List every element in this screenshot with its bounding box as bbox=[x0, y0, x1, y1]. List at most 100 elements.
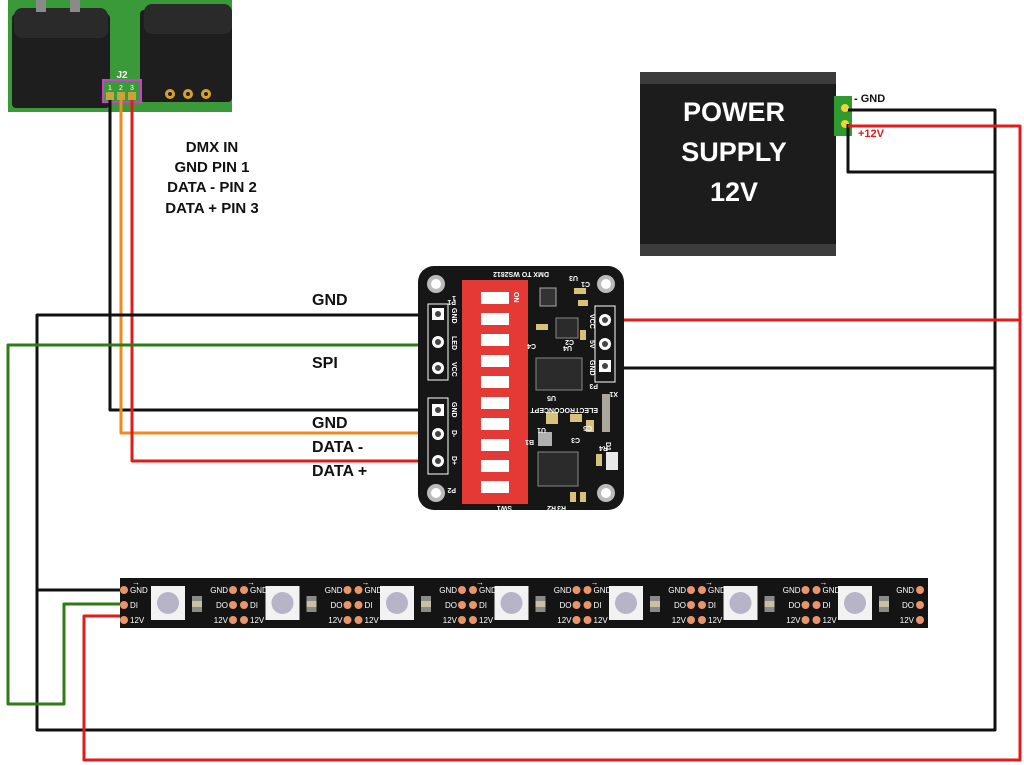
dip-lever bbox=[481, 418, 509, 430]
wire-board-gnd bbox=[605, 364, 995, 370]
silkscreen-label: R3 bbox=[557, 504, 566, 511]
strip-pad-label: 12V bbox=[594, 616, 609, 625]
strip-pad bbox=[458, 586, 466, 594]
psu-body bbox=[640, 84, 836, 244]
dip-lever bbox=[481, 334, 509, 346]
strip-pad-label: 12V bbox=[900, 616, 915, 625]
strip-pad bbox=[458, 616, 466, 624]
strip-pad bbox=[698, 601, 706, 609]
strip-arrow-icon: → bbox=[476, 578, 484, 587]
j2-pin-2: 2 bbox=[119, 85, 123, 92]
strip-pad-label: GND bbox=[823, 586, 841, 595]
strip-pad-label: GND bbox=[554, 586, 572, 595]
j2-pin-3: 3 bbox=[130, 85, 134, 92]
strip-pad bbox=[572, 616, 581, 624]
strip-pad-label: GND bbox=[668, 586, 686, 595]
silkscreen-label: C4 bbox=[527, 342, 536, 349]
strip-pad bbox=[240, 586, 248, 594]
strip-pad bbox=[469, 601, 477, 609]
strip-arrow-icon: → bbox=[362, 578, 370, 587]
strip-pad bbox=[240, 616, 248, 624]
strip-pad bbox=[343, 586, 352, 594]
strip-arrow-icon: → bbox=[132, 578, 140, 587]
strip-pad-label: DO bbox=[674, 601, 686, 610]
strip-pad-label: DI bbox=[708, 601, 716, 610]
strip-pad bbox=[458, 601, 466, 609]
strip-pad bbox=[354, 586, 363, 594]
dmx-xlr-connector: J2 1 2 3 bbox=[8, 0, 232, 112]
silkscreen-label: C5 bbox=[583, 424, 592, 431]
strip-pad-label: 12V bbox=[708, 616, 723, 625]
strip-pad-label: GND bbox=[594, 586, 612, 595]
strip-pad bbox=[801, 586, 810, 594]
strip-pad bbox=[572, 601, 581, 609]
silkscreen-label: C1 bbox=[581, 280, 590, 287]
psu-terminal-gnd bbox=[841, 104, 849, 112]
dip-lever bbox=[481, 460, 509, 472]
wire-psu-gnd-board bbox=[846, 124, 995, 174]
controller-board: DMX TO WS2812 ON 1 GND LED VCC GND D- D+ bbox=[418, 266, 624, 511]
xlr-socket-left-top bbox=[14, 8, 108, 38]
power-supply: POWER SUPPLY 12V - GND +12V bbox=[640, 72, 885, 256]
led-strip-parts: GNDDI12V→GNDDO12VGNDDI12V→GNDDO12VGNDDI1… bbox=[120, 578, 924, 625]
strip-pad bbox=[229, 586, 237, 594]
strip-pad-label: GND bbox=[325, 586, 343, 595]
silkscreen-label: C2 bbox=[565, 338, 574, 345]
led-lens bbox=[844, 592, 866, 614]
pin-label-vcc: VCC bbox=[450, 362, 457, 377]
led-lens bbox=[271, 592, 294, 614]
dip-lever bbox=[481, 292, 509, 304]
j2-pin-1: 1 bbox=[108, 85, 112, 92]
strip-pad bbox=[812, 586, 821, 594]
strip-pad bbox=[583, 616, 592, 624]
strip-arrow-icon: → bbox=[247, 578, 255, 587]
board-title: DMX TO WS2812 bbox=[493, 270, 549, 277]
strip-pad bbox=[120, 586, 128, 594]
label-gnd-top: GND bbox=[312, 292, 348, 309]
wire-dmx-gnd bbox=[108, 100, 438, 412]
strip-arrow-icon: → bbox=[820, 578, 828, 587]
label-spi: SPI bbox=[312, 355, 338, 372]
strip-pad bbox=[801, 616, 810, 624]
strip-pad-label: GND bbox=[250, 586, 268, 595]
crystal-x1 bbox=[602, 394, 610, 432]
strip-pad bbox=[801, 601, 810, 609]
strip-pad-label: 12V bbox=[672, 616, 687, 625]
label-data-minus: DATA - bbox=[312, 439, 363, 456]
pin-label-gnd-bottom: GND bbox=[450, 402, 457, 418]
strip-pad bbox=[354, 601, 363, 609]
strip-pad-label: DI bbox=[823, 601, 831, 610]
silkscreen-label: U1 bbox=[537, 426, 546, 433]
strip-pad-label: GND bbox=[365, 586, 383, 595]
dip-lever bbox=[481, 439, 509, 451]
strip-pad bbox=[698, 586, 706, 594]
led-lens bbox=[386, 592, 408, 614]
silkscreen-label: D1 bbox=[604, 442, 611, 451]
dmx-info-line-3: DATA - PIN 2 bbox=[167, 179, 257, 196]
dip-lever bbox=[481, 355, 509, 367]
dip-numeral: 1 bbox=[452, 294, 456, 301]
strip-pad-label: 12V bbox=[328, 616, 343, 625]
strip-pad bbox=[469, 616, 477, 624]
strip-pad-label: DO bbox=[331, 601, 343, 610]
strip-pad bbox=[916, 616, 924, 624]
strip-pad bbox=[698, 616, 706, 624]
strip-pad-label: DI bbox=[479, 601, 487, 610]
strip-pad-label: 12V bbox=[250, 616, 265, 625]
strip-pad-label: DO bbox=[445, 601, 457, 610]
psu-title-line-1: POWER bbox=[683, 97, 785, 127]
strip-pad-label: 12V bbox=[823, 616, 838, 625]
silkscreen-label: U5 bbox=[547, 394, 556, 401]
dip-on-label: ON bbox=[512, 292, 519, 303]
strip-pad-label: 12V bbox=[479, 616, 494, 625]
strip-pad-label: DO bbox=[216, 601, 228, 610]
strip-pad bbox=[583, 601, 592, 609]
strip-pad-label: DO bbox=[902, 601, 914, 610]
silkscreen-label: C3 bbox=[571, 436, 580, 443]
strip-pad bbox=[120, 616, 128, 624]
strip-pad bbox=[812, 616, 821, 624]
strip-arrow-icon: → bbox=[705, 578, 713, 587]
led-lens bbox=[729, 592, 752, 614]
strip-pad-label: GND bbox=[896, 586, 914, 595]
